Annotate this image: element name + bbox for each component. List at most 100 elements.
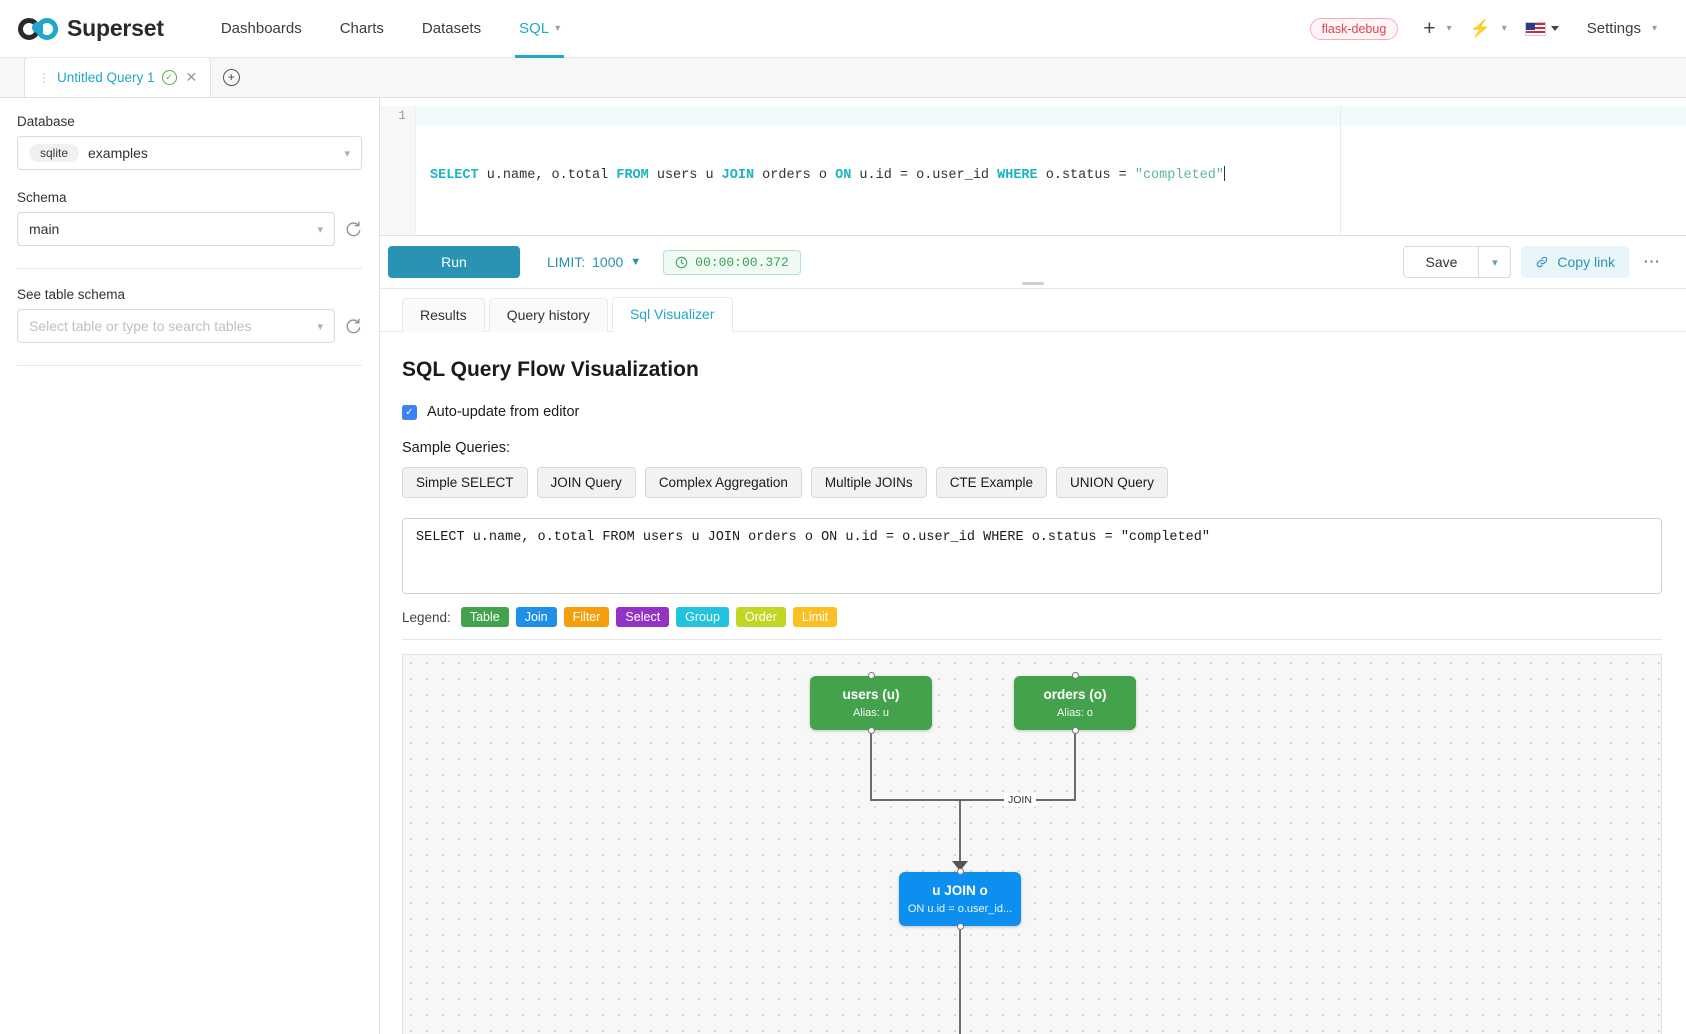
sql-token: "completed" [1134,168,1224,183]
nav-item-sql[interactable]: SQL ▾ [500,0,579,58]
sample-query-button-2[interactable]: Complex Aggregation [644,467,802,498]
top-navbar: Superset Dashboards Charts Datasets SQL … [0,0,1686,58]
new-item-button[interactable]: + ▾ [1416,14,1458,43]
schema-select[interactable]: main ▾ [17,212,335,246]
quick-actions-button[interactable]: ⚡ ▾ [1463,16,1514,41]
query-timer: 00:00:00.372 [663,249,801,275]
node-port-bottom[interactable] [1071,727,1079,734]
node-title: users (u) [842,687,900,702]
refresh-tables-icon[interactable] [344,317,362,335]
node-port-top[interactable] [956,868,964,875]
run-button[interactable]: Run [388,246,520,278]
add-query-tab-button[interactable]: + [211,57,251,97]
sample-query-button-1[interactable]: JOIN Query [536,467,636,498]
plus-circle-icon: + [222,68,240,86]
node-title: orders (o) [1043,687,1107,702]
refresh-schema-icon[interactable] [344,220,362,238]
sql-editor[interactable]: 1 SELECT u.name, o.total FROM users u JO… [380,98,1686,235]
legend-chip-limit: Limit [792,607,838,627]
language-selector[interactable] [1518,18,1566,40]
legend-chip-order: Order [735,607,786,627]
settings-menu[interactable]: Settings ▾ [1570,16,1664,41]
limit-value: 1000 [592,254,624,270]
close-icon[interactable]: ✕ [185,69,198,85]
nav-item-dashboards[interactable]: Dashboards [202,0,321,57]
auto-update-row: ✓ Auto-update from editor [402,404,1662,420]
nav-item-datasets[interactable]: Datasets [403,0,500,57]
sql-token: FROM [616,168,649,183]
nav-item-label: Dashboards [220,20,302,37]
flask-debug-badge: flask-debug [1309,17,1399,40]
limit-dropdown[interactable]: LIMIT: 1000 ▼ [547,254,641,270]
divider-bottom [17,365,362,366]
node-port-top[interactable] [1071,672,1079,679]
drag-handle-icon[interactable]: ⋮ [38,70,50,85]
limit-prefix: LIMIT: [547,254,586,270]
sample-query-button-0[interactable]: Simple SELECT [402,467,528,498]
database-field: Database sqlite examples ▾ [17,114,362,170]
copy-link-button[interactable]: Copy link [1521,246,1629,278]
nav-right-group: flask-debug + ▾ ⚡ ▾ Settings ▾ [1309,14,1664,43]
more-options-icon[interactable]: ⋯ [1643,252,1660,271]
tab-sql-visualizer[interactable]: Sql Visualizer [611,297,733,332]
save-button[interactable]: Save [1403,246,1480,278]
database-select[interactable]: sqlite examples ▾ [17,136,362,170]
timer-value: 00:00:00.372 [695,254,789,270]
chevron-down-icon: ▾ [1651,23,1657,34]
node-port-bottom[interactable] [867,727,875,734]
query-tab-untitled-query-1[interactable]: ⋮ Untitled Query 1 ✓ ✕ [24,57,212,97]
sample-query-button-3[interactable]: Multiple JOINs [810,467,927,498]
chevron-down-icon: ▾ [1446,23,1452,34]
node-port-top[interactable] [867,672,875,679]
sql-token: SELECT [430,168,479,183]
text-cursor [1223,166,1225,181]
node-port-bottom[interactable] [956,923,964,930]
flow-node-users[interactable]: users (u)Alias: u [810,672,932,734]
table-select[interactable]: Select table or type to search tables ▾ [17,309,335,343]
database-value: examples [88,145,148,161]
brand-name: Superset [67,15,164,41]
sample-query-button-5[interactable]: UNION Query [1055,467,1168,498]
sql-token: orders o [754,168,836,183]
node-subtitle: ON u.id = o.user_id... [907,903,1013,915]
legend-chip-group: Group [676,607,729,627]
settings-label: Settings [1586,20,1641,37]
sample-query-button-4[interactable]: CTE Example [935,467,1047,498]
edge-users-to-join [870,730,960,801]
line-number: 1 [398,109,406,123]
brand[interactable]: Superset [18,15,164,42]
sample-query-buttons: Simple SELECT JOIN Query Complex Aggregati… [402,467,1662,498]
main-nav: Dashboards Charts Datasets SQL ▾ [202,0,579,58]
schema-value: main [29,221,60,237]
link-icon [1537,256,1548,268]
result-tabs: Results Query history Sql Visualizer [380,289,1686,332]
sql-input-textarea[interactable] [402,518,1662,594]
divider [402,639,1662,640]
auto-update-checkbox[interactable]: ✓ [402,404,417,420]
tab-results[interactable]: Results [402,298,485,332]
right-panel: 1 SELECT u.name, o.total FROM users u JO… [380,98,1686,1034]
tab-query-history[interactable]: Query history [488,298,608,332]
legend-chip-join: Join [515,607,557,627]
table-schema-field: See table schema Select table or type to… [17,287,362,343]
editor-code[interactable]: SELECT u.name, o.total FROM users u JOIN… [416,106,1686,235]
flow-node-orders[interactable]: orders (o)Alias: o [1014,672,1136,734]
database-label: Database [17,114,75,129]
nav-item-charts[interactable]: Charts [321,0,403,57]
divider [17,268,362,269]
clock-icon [675,256,688,268]
edge-orders-to-join [960,730,1076,801]
save-dropdown-button[interactable]: ▾ [1479,246,1512,278]
left-panel: Database sqlite examples ▾ Schema main ▾ [0,98,380,1034]
sql-token: o.status = [1037,168,1135,183]
sample-queries-label: Sample Queries: [402,440,510,456]
flow-canvas[interactable]: users (u)Alias: u orders (o)Alias: o u JOI… [402,654,1662,1034]
sql-token: JOIN [721,168,755,183]
caret-down-icon [1550,26,1559,31]
success-check-icon: ✓ [161,70,177,85]
pane-resize-handle[interactable] [1022,282,1044,285]
lightning-bolt-icon: ⚡ [1469,19,1491,38]
legend-chip-select: Select [616,607,670,627]
